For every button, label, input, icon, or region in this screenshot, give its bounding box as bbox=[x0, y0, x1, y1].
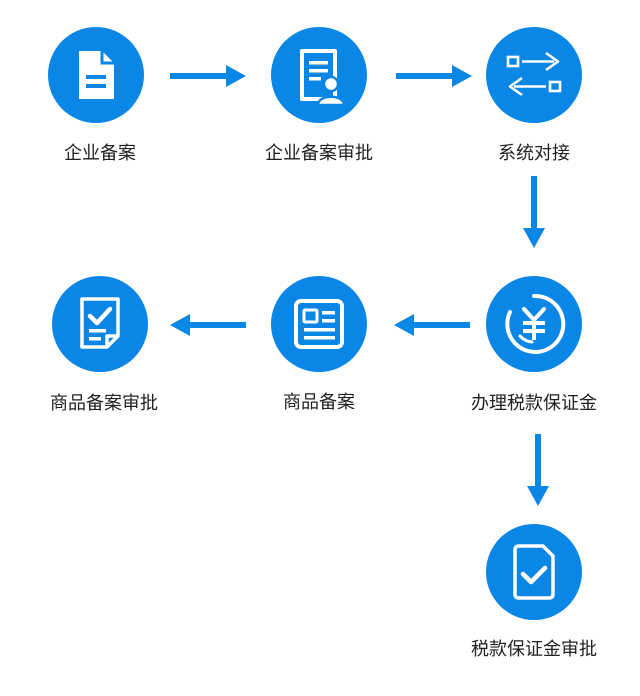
step-deposit-approval-circle bbox=[486, 524, 582, 620]
file-check-icon bbox=[513, 544, 555, 600]
arrow-down-2 bbox=[527, 434, 549, 506]
arrow-left-1 bbox=[394, 314, 470, 336]
yuan-coin-icon bbox=[505, 293, 566, 354]
arrow-left-2 bbox=[170, 314, 246, 336]
arrow-down-1 bbox=[523, 176, 545, 248]
document-icon bbox=[79, 51, 114, 99]
step-goods-filing-circle bbox=[271, 276, 367, 372]
document-user-icon bbox=[300, 49, 346, 107]
step-goods-filing-label: 商品备案 bbox=[283, 392, 355, 413]
step-system-integration-circle bbox=[486, 27, 582, 123]
step-deposit-approval-label: 税款保证金审批 bbox=[471, 639, 597, 660]
id-card-icon bbox=[294, 299, 344, 349]
step-enterprise-filing-circle bbox=[48, 27, 144, 123]
checklist-icon bbox=[80, 297, 120, 349]
exchange-arrows-icon bbox=[506, 51, 562, 97]
step-goods-approval-circle bbox=[52, 276, 148, 372]
step-tax-deposit-circle bbox=[486, 276, 582, 372]
step-system-integration-label: 系统对接 bbox=[498, 143, 570, 164]
step-enterprise-approval-label: 企业备案审批 bbox=[265, 143, 373, 164]
step-enterprise-approval-circle bbox=[271, 27, 367, 123]
step-tax-deposit-label: 办理税款保证金 bbox=[471, 393, 597, 414]
arrow-right-1 bbox=[170, 65, 246, 87]
step-goods-approval-label: 商品备案审批 bbox=[50, 393, 158, 414]
step-enterprise-filing-label: 企业备案 bbox=[64, 143, 136, 164]
arrow-right-2 bbox=[396, 65, 472, 87]
